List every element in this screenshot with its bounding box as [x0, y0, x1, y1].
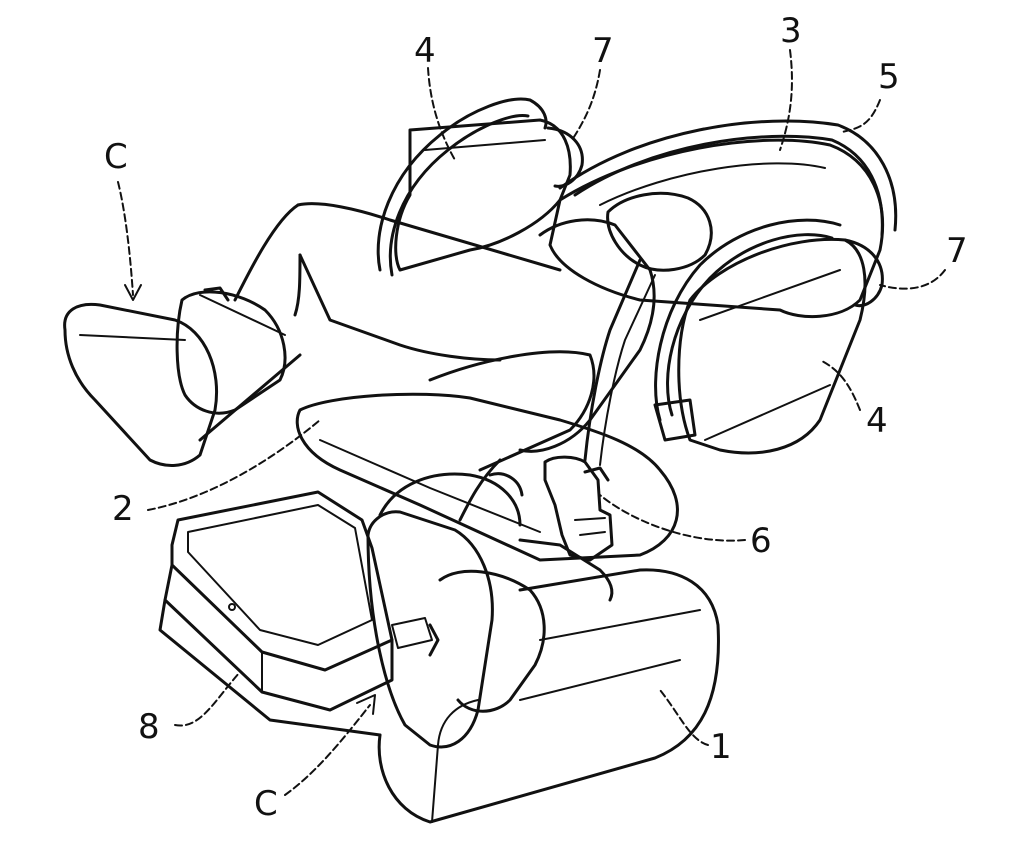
label-7-right: 7 — [946, 231, 968, 271]
reference-numerals: C 4 7 3 5 7 4 2 6 8 1 C — [104, 11, 968, 824]
label-4-right: 4 — [866, 401, 888, 441]
label-2: 2 — [112, 489, 134, 529]
left-footrest — [63, 286, 302, 467]
bottom-footrest — [366, 472, 546, 749]
label-4-left: 4 — [414, 31, 436, 71]
operating-handle — [518, 455, 614, 602]
label-7-left: 7 — [592, 31, 614, 71]
label-1: 1 — [710, 727, 732, 767]
leader-5 — [841, 99, 881, 133]
label-c-bottom: C — [254, 784, 278, 824]
reclined-person — [233, 191, 713, 522]
chair-base — [377, 568, 720, 824]
leader-6 — [599, 494, 746, 542]
label-8: 8 — [138, 707, 160, 747]
side-table — [158, 490, 394, 737]
backrest — [548, 119, 898, 319]
label-3: 3 — [780, 11, 802, 51]
left-arm — [376, 97, 584, 277]
leader-1 — [659, 689, 709, 746]
leader-4-right — [819, 359, 861, 411]
leader-4-left — [427, 67, 456, 161]
leader-c-top — [117, 181, 134, 296]
leader-2 — [147, 419, 321, 511]
right-arm — [653, 218, 884, 455]
leader-c-bottom — [284, 704, 371, 796]
seat — [295, 392, 679, 562]
leader-7-right — [879, 269, 946, 290]
leader-7-left — [571, 69, 601, 141]
label-c-top: C — [104, 137, 128, 177]
leader-3 — [779, 49, 793, 151]
label-6: 6 — [750, 521, 772, 561]
leader-lines — [117, 49, 946, 796]
leader-8 — [174, 671, 241, 727]
label-5: 5 — [878, 57, 900, 97]
